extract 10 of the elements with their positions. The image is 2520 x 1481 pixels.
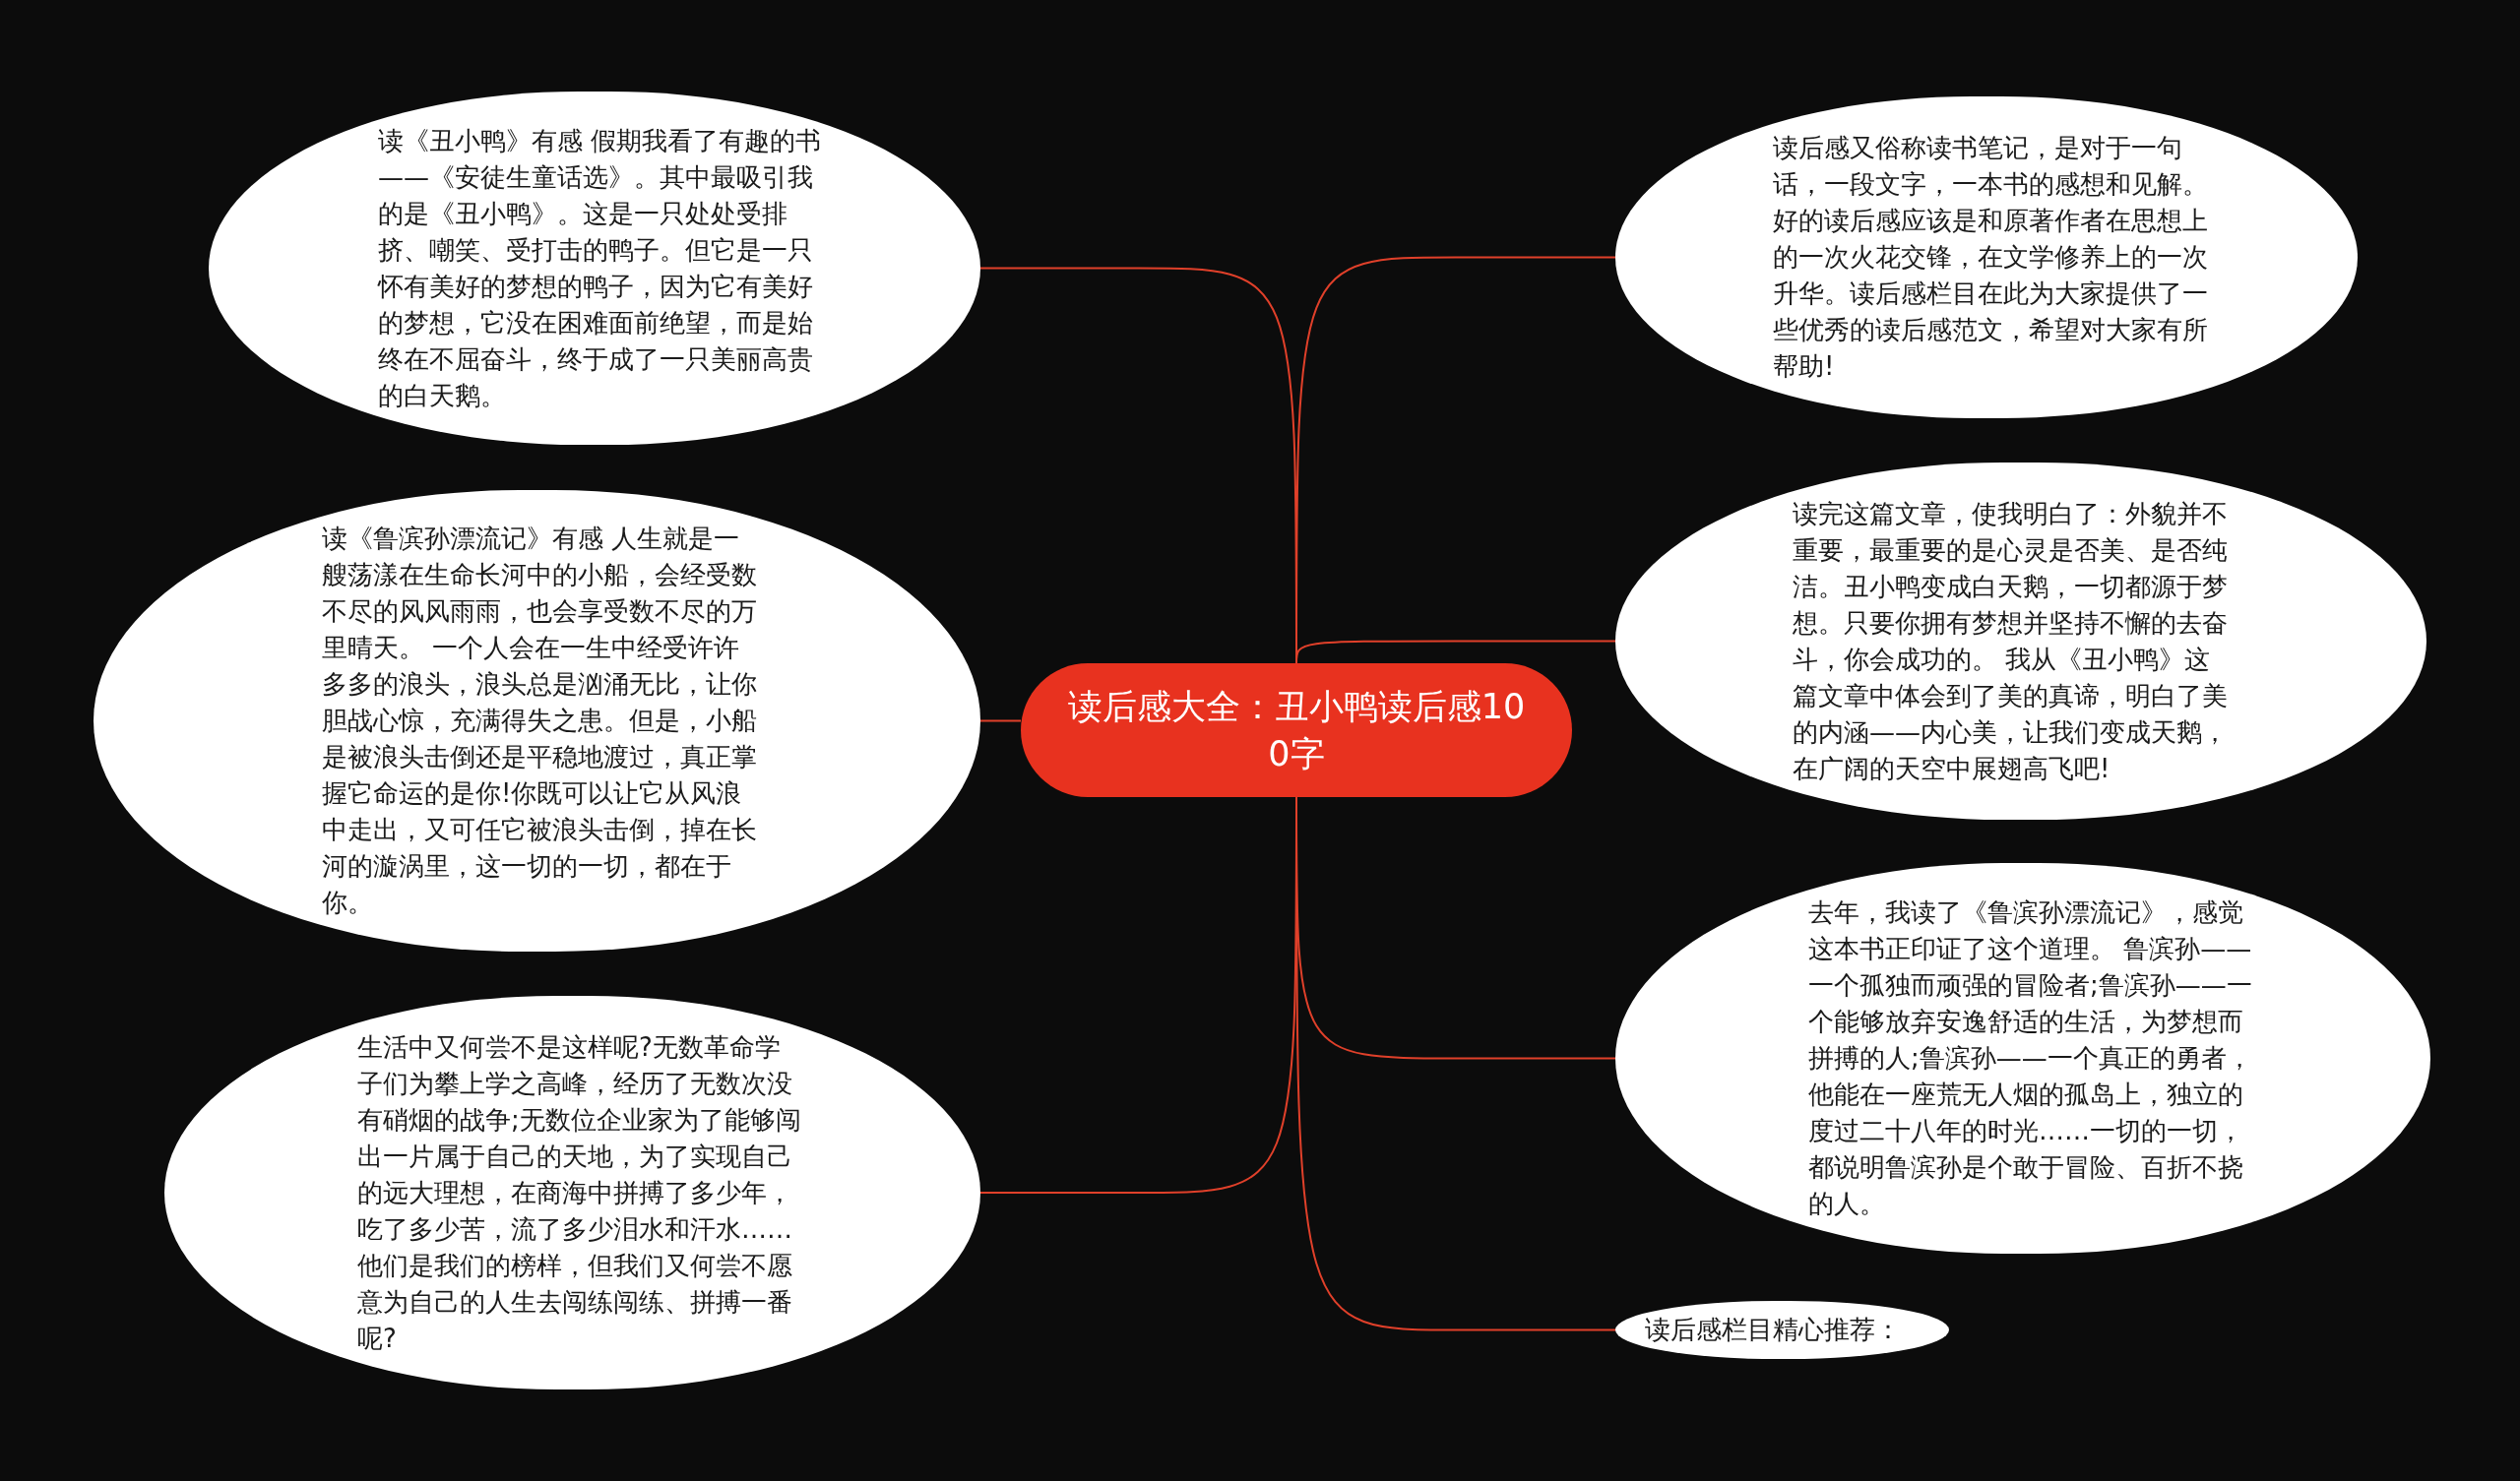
- connector-line: [979, 719, 1022, 722]
- note-text: 读《丑小鸭》有感 假期我看了有趣的书——《安徒生童话选》。其中最吸引我的是《丑小鸭》。这是一只处处受排挤、嘲笑、受打击的鸭子。但它是一只怀有美好的梦想的鸭子，因为它有美好的梦想，它没在困难面前绝望，而是始终在不屈奋斗，终于成了一只美丽高贵的白天鹅。: [378, 124, 823, 412]
- note-text: 去年，我读了《鲁滨孙漂流记》，感觉这本书正印证了这个道理。 鲁滨孙——一个孤独而顽强的冒险者;鲁滨孙——一个能够放弃安逸舒适的生活，为梦想而拼搏的人;鲁滨孙——一个真正的勇者，他能在一座荒无人烟的孤岛上，独立的度过二十八年的时光……一切的一切，都说明鲁滨孙是个敢于冒险、百折不挠的人。: [1808, 896, 2253, 1220]
- note-text: 读《鲁滨孙漂流记》有感 人生就是一艘荡漾在生命长河中的小船，会经受数不尽的风风雨雨，也会享受数不尽的万里晴天。 一个人会在一生中经受许许多多的浪头，浪头总是汹涌无比，让你胆战心惊，充满得失之患。但是，小船是被浪头击倒还是平稳地渡过，真正掌握它命运的是你!你既可以让它从风浪中走出，又可任它被浪头击倒，掉在长河的漩涡里，这一切的一切，都在于你。: [322, 523, 758, 919]
- note-text: 读完这篇文章，使我明白了：外貌并不重要，最重要的是心灵是否美、是否纯洁。丑小鸭变成白天鹅，一切都源于梦想。只要你拥有梦想并坚持不懈的去奋斗，你会成功的。 我从《丑小鸭》这篇文章中体会到了美的真谛，明白了美的内涵——内心美，让我们变成天鹅，在广阔的天空中展翅高飞吧!: [1793, 497, 2229, 785]
- note-text: 读后感又俗称读书笔记，是对于一句话，一段文字，一本书的感想和见解。好的读后感应该是和原著作者在思想上的一次火花交锋，在文学修养上的一次升华。读后感栏目在此为大家提供了一些优秀的读后感范文，希望对大家有所帮助!: [1773, 132, 2209, 383]
- note-text: 读后感栏目精心推荐：: [1645, 1314, 1901, 1346]
- note-text: 生活中又何尝不是这样呢?无数革命学子们为攀上学之高峰，经历了无数次没有硝烟的战争;无数位企业家为了能够闯出一片属于自己的天地，为了实现自己的远大理想，在商海中拼搏了多少年，吃了多少苦，流了多少泪水和汗水……他们是我们的榜样，但我们又何尝不愿意为自己的人生去闯练闯练、拼搏一番呢?: [357, 1030, 802, 1355]
- topic-title: 读后感大全：丑小鸭读后感100字: [1066, 686, 1527, 775]
- connector-line: [1295, 640, 1616, 664]
